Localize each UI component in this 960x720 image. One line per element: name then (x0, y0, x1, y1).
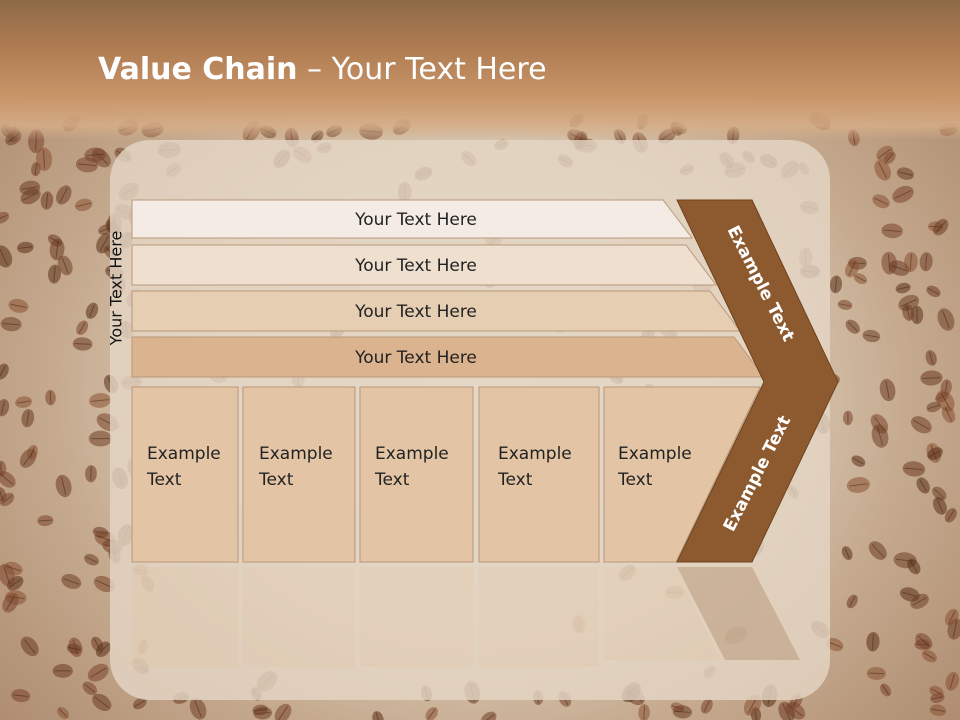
primary-activity-line2-2: Text (258, 470, 294, 490)
support-activity-label-4: Your Text Here (354, 348, 477, 368)
primary-activity-box-5 (603, 386, 761, 563)
primary-activity-line2-4: Text (497, 470, 533, 490)
primary-activity-line1-1: Example (147, 444, 221, 464)
primary-activity-line2-1: Text (146, 470, 182, 490)
support-activity-label-2: Your Text Here (354, 256, 477, 276)
support-activity-label-3: Your Text Here (354, 302, 477, 322)
support-activity-bar-1 (131, 199, 694, 239)
support-activity-label-1: Your Text Here (354, 210, 477, 230)
primary-activity-box-3 (359, 386, 474, 563)
diagram-reflection (132, 567, 800, 667)
support-activity-bar-2 (131, 244, 717, 286)
primary-activity-box-4 (478, 386, 600, 563)
slide-header (0, 0, 960, 140)
primary-activity-box-2 (242, 386, 356, 563)
slide-title: Value Chain – Your Text Here (98, 52, 547, 87)
primary-activity-line2-3: Text (374, 470, 410, 490)
primary-activity-box-1 (131, 386, 239, 563)
primary-activity-line2-5: Text (617, 470, 653, 490)
primary-activity-line1-3: Example (375, 444, 449, 464)
primary-activity-line1-4: Example (498, 444, 572, 464)
margin-chevron (676, 199, 839, 563)
primary-activity-line1-2: Example (259, 444, 333, 464)
primary-activity-line1-5: Example (618, 444, 692, 464)
